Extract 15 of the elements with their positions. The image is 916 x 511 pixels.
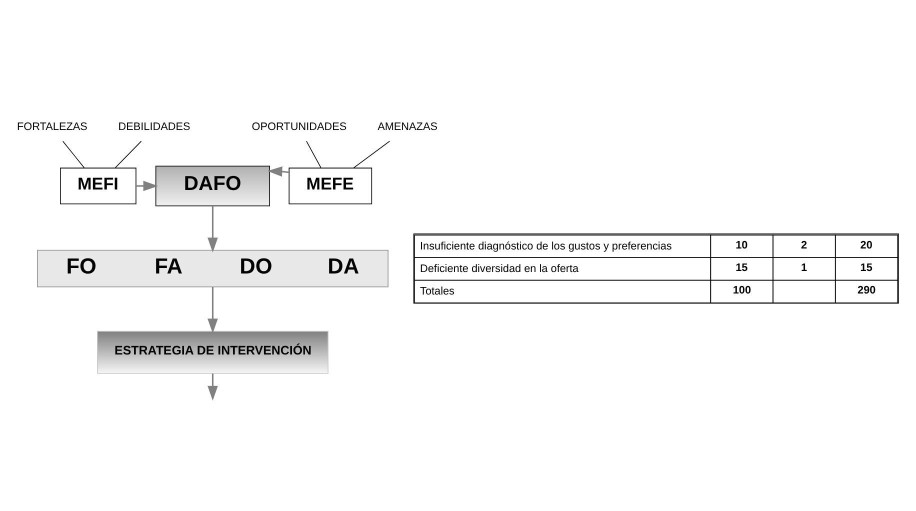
label: 15 bbox=[736, 262, 748, 274]
node-text: DEBILIDADES bbox=[118, 120, 190, 133]
label: Deficiente diversidad en la oferta bbox=[420, 262, 579, 274]
label: 2 bbox=[801, 238, 808, 251]
label: 100 bbox=[732, 284, 752, 296]
node-text: FORTALEZAS bbox=[17, 120, 88, 133]
label: 1 bbox=[801, 262, 808, 274]
node-text: AMENAZAS bbox=[378, 120, 438, 133]
label: Insuficiente diagnóstico de los gustos y preferencias bbox=[420, 240, 672, 252]
label: 15 bbox=[860, 262, 872, 274]
label: 20 bbox=[860, 238, 872, 251]
label: Totales bbox=[420, 284, 455, 297]
node-text: OPORTUNIDADES bbox=[252, 120, 347, 133]
label: 290 bbox=[858, 284, 876, 296]
label: 10 bbox=[736, 238, 748, 251]
